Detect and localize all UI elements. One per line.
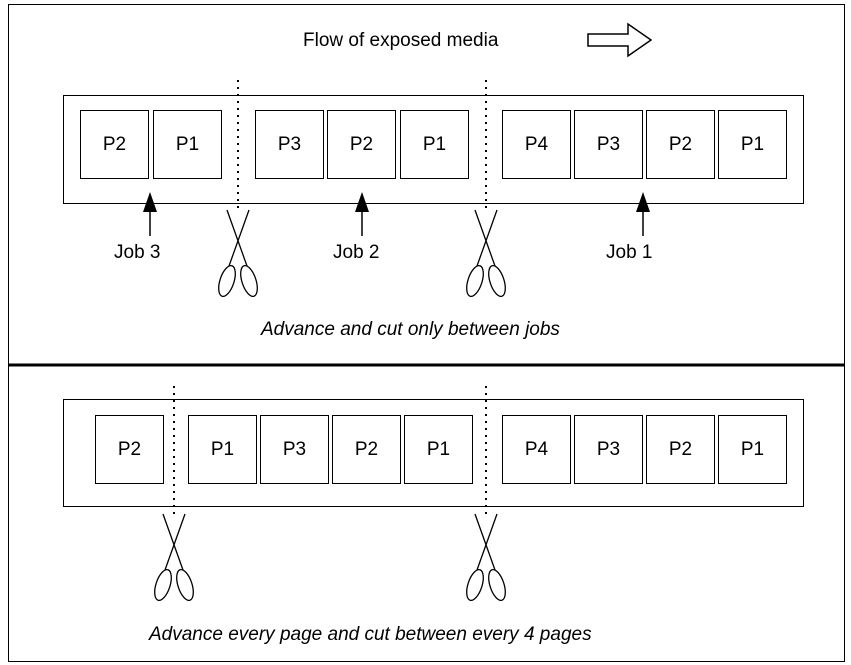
- bottom-page-6: P4: [502, 415, 571, 484]
- bottom-page-5: P1: [404, 415, 473, 484]
- top-page-6: P4: [502, 110, 571, 179]
- scissors-icon: [218, 209, 258, 298]
- bottom-media-strip: [63, 399, 804, 507]
- top-page-8: P2: [646, 110, 715, 179]
- flow-arrow-icon: [587, 22, 653, 58]
- top-page-2: P1: [153, 110, 222, 179]
- job-2-label: Job 2: [333, 242, 380, 263]
- top-page-5: P1: [400, 110, 469, 179]
- pointer-arrow-icon: [355, 192, 369, 236]
- top-page-7: P3: [574, 110, 643, 179]
- bottom-caption: Advance every page and cut between every…: [149, 624, 592, 645]
- diagram-frame: [8, 4, 845, 662]
- top-page-3: P3: [255, 110, 324, 179]
- scissors-icon: [154, 513, 194, 602]
- flow-label: Flow of exposed media: [303, 30, 499, 51]
- bottom-page-3: P3: [260, 415, 329, 484]
- top-media-strip: [63, 95, 804, 204]
- top-page-4: P2: [327, 110, 396, 179]
- scissors-icon: [466, 209, 506, 298]
- bottom-page-8: P2: [646, 415, 715, 484]
- bottom-page-2: P1: [188, 415, 257, 484]
- bottom-page-9: P1: [718, 415, 787, 484]
- top-caption: Advance and cut only between jobs: [261, 319, 560, 340]
- job-1-label: Job 1: [606, 242, 653, 263]
- bottom-page-7: P3: [574, 415, 643, 484]
- top-page-1: P2: [80, 110, 149, 179]
- pointer-arrow-icon: [636, 192, 650, 236]
- bottom-page-4: P2: [332, 415, 401, 484]
- pointer-arrow-icon: [143, 192, 157, 236]
- job-3-label: Job 3: [114, 242, 161, 263]
- bottom-page-1: P2: [95, 415, 164, 484]
- scissors-icon: [466, 513, 506, 602]
- top-page-9: P1: [718, 110, 787, 179]
